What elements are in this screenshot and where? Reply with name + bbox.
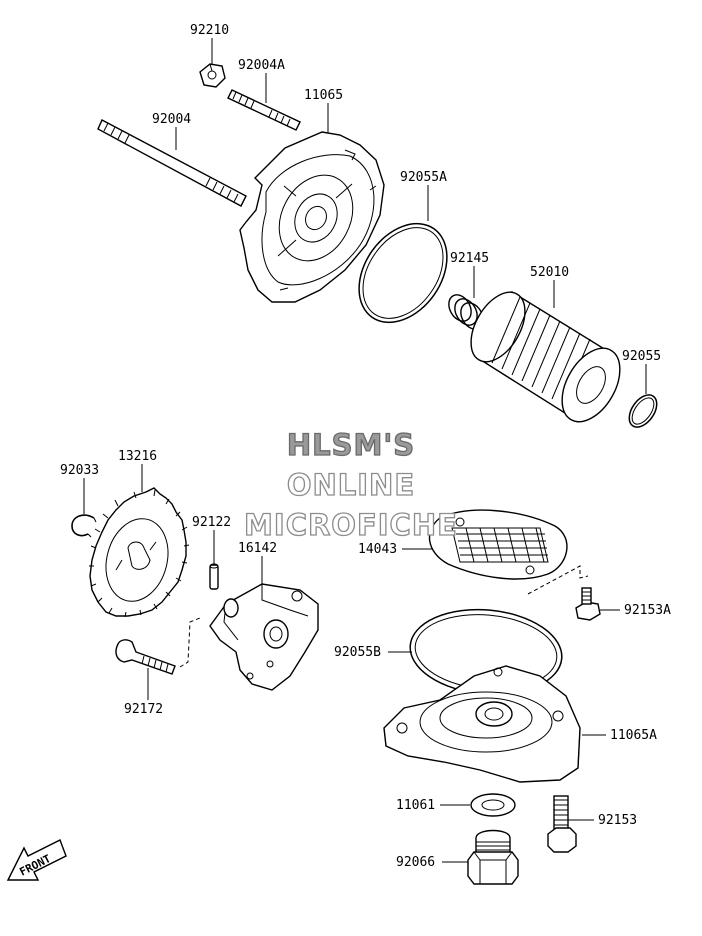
part-11065A-cover xyxy=(383,665,581,783)
part-11061-washer xyxy=(470,793,516,817)
part-14043-screen xyxy=(428,509,568,580)
label-92033: 92033 xyxy=(60,463,99,478)
part-92004-stud xyxy=(97,119,247,207)
part-labels: 92210 92004A 11065 92004 92055A 92145 52… xyxy=(60,23,671,870)
part-92122-pin xyxy=(209,563,219,590)
label-92055B: 92055B xyxy=(334,645,381,660)
part-11065-housing xyxy=(239,131,385,303)
label-92145: 92145 xyxy=(450,251,489,266)
part-92055-o-ring xyxy=(628,394,658,428)
label-11065A: 11065A xyxy=(610,728,657,743)
front-arrow: FRONT xyxy=(6,839,67,881)
part-92153A-bolt xyxy=(575,587,601,621)
part-92066-plug xyxy=(467,829,519,885)
label-92172: 92172 xyxy=(124,702,163,717)
label-16142: 16142 xyxy=(238,541,277,556)
label-92004A: 92004A xyxy=(238,58,285,73)
watermark-line-1: HLSM'S xyxy=(286,427,416,462)
label-92153: 92153 xyxy=(598,813,637,828)
part-92033-circlip xyxy=(71,514,97,538)
label-13216: 13216 xyxy=(118,449,157,464)
watermark-line-2: ONLINE xyxy=(286,467,416,502)
label-92055A: 92055A xyxy=(400,170,447,185)
label-92153A: 92153A xyxy=(624,603,671,618)
part-92153-bolt xyxy=(547,795,577,853)
label-52010: 52010 xyxy=(530,265,569,280)
part-16142-oil-pump xyxy=(209,583,319,691)
part-92172-bolt xyxy=(115,639,176,675)
label-11061: 11061 xyxy=(396,798,435,813)
leader-lines xyxy=(83,38,647,863)
watermark-line-3: MICROFICHE xyxy=(243,507,458,542)
part-92210-nut xyxy=(199,63,226,88)
label-11065: 11065 xyxy=(304,88,343,103)
label-92055: 92055 xyxy=(622,349,661,364)
label-92122: 92122 xyxy=(192,515,231,530)
label-92210: 92210 xyxy=(190,23,229,38)
label-92066: 92066 xyxy=(396,855,435,870)
label-14043: 14043 xyxy=(358,542,397,557)
part-92055A-o-ring xyxy=(358,222,448,324)
part-52010-filter xyxy=(470,290,621,423)
label-92004: 92004 xyxy=(152,112,191,127)
part-92004A-stud xyxy=(227,89,301,131)
part-13216-gear xyxy=(89,487,190,618)
